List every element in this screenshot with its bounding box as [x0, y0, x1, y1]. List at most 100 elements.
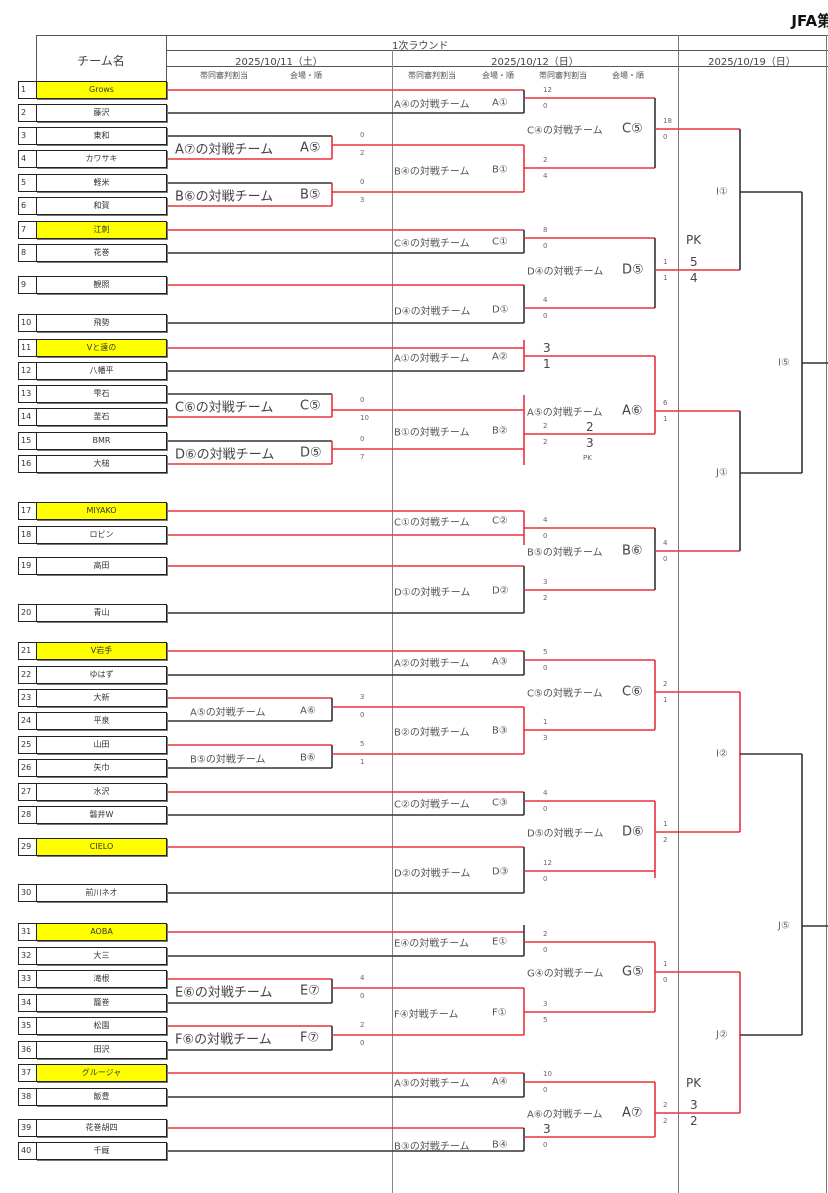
team-number: 2 — [18, 104, 38, 122]
match-label: C①の対戦チーム — [394, 517, 470, 529]
team-number: 8 — [18, 244, 38, 262]
score-top: 4 — [543, 789, 548, 797]
team-name: 青山 — [36, 604, 167, 622]
pk-label: PK — [686, 233, 702, 247]
score-bottom: 3 — [360, 196, 365, 204]
team-name: 大新 — [36, 689, 167, 707]
score-bottom: 7 — [360, 453, 365, 461]
match-code: J① — [716, 467, 728, 479]
team-name: BMR — [36, 432, 167, 450]
team-name: 松園 — [36, 1017, 167, 1035]
team-name: 飯豊 — [36, 1088, 167, 1106]
team-number: 5 — [18, 174, 38, 192]
match-label: C④の対戦チーム — [527, 125, 603, 137]
score-bottom: 0 — [543, 664, 548, 672]
column-divider — [826, 35, 827, 1193]
match-code: I⑤ — [778, 357, 790, 369]
score-top: 2 — [543, 930, 548, 938]
header-border — [166, 50, 828, 51]
score-bottom: 0 — [543, 1141, 548, 1149]
match-label: A①の対戦チーム — [394, 353, 470, 365]
column-divider — [678, 35, 679, 1193]
score-top: 0 — [360, 396, 365, 404]
pk-label: PK — [686, 1076, 702, 1090]
score-top: 1 — [663, 258, 668, 266]
score-top: 0 — [360, 435, 365, 443]
match-label: D②の対戦チーム — [394, 868, 471, 880]
score-bottom: 2 — [360, 149, 365, 157]
pk-label: PK — [583, 454, 592, 462]
score-bottom: 1 — [360, 758, 365, 766]
score-top: 1 — [663, 960, 668, 968]
score-top: 3 — [543, 1000, 548, 1008]
team-number: 16 — [18, 455, 38, 473]
score-top: 12 — [543, 86, 552, 94]
score-bottom: 0 — [543, 946, 548, 954]
team-name: カワサキ — [36, 150, 167, 168]
match-label: G④の対戦チーム — [527, 968, 604, 980]
team-name: 藤沢 — [36, 104, 167, 122]
team-number: 31 — [18, 923, 38, 941]
score-bottom: 10 — [360, 414, 369, 422]
team-name: 高田 — [36, 557, 167, 575]
score-top: 3 — [543, 341, 551, 355]
match-code: A⑦ — [622, 1105, 643, 1121]
match-label: A⑤の対戦チーム — [190, 707, 266, 719]
score-bottom: 0 — [360, 1039, 365, 1047]
date-header-1: 2025/10/11（土） — [235, 57, 323, 68]
match-label: A⑤の対戦チーム — [527, 407, 603, 419]
match-label: D④の対戦チーム — [394, 306, 471, 318]
team-name: Vと遠の — [36, 339, 167, 357]
team-number: 30 — [18, 884, 38, 902]
header-border — [166, 35, 167, 82]
match-label: F⑥の対戦チーム — [175, 1032, 272, 1048]
match-label: C⑤の対戦チーム — [527, 688, 603, 700]
pk-score-bottom: 2 — [690, 1114, 698, 1128]
team-number: 26 — [18, 759, 38, 777]
team-number: 1 — [18, 81, 38, 99]
referee-subheader: 帯同審判割当 — [539, 71, 587, 80]
pk-score-bottom: 3 — [586, 436, 594, 450]
score-top: 5 — [543, 648, 548, 656]
score-bottom: 5 — [543, 1016, 548, 1024]
team-name: 山田 — [36, 736, 167, 754]
match-code: A① — [492, 97, 508, 109]
match-code: A② — [492, 351, 508, 363]
score-top: 4 — [543, 296, 548, 304]
team-number: 12 — [18, 362, 38, 380]
tournament-title: JFA第49回 — [791, 12, 828, 30]
score-bottom: 0 — [543, 875, 548, 883]
header-border — [36, 35, 828, 36]
match-code: C② — [492, 515, 508, 527]
team-name: 平泉 — [36, 712, 167, 730]
match-code: I① — [716, 186, 728, 198]
score-top: 0 — [360, 178, 365, 186]
team-number: 28 — [18, 806, 38, 824]
match-code: C③ — [492, 797, 508, 809]
match-code: B④ — [492, 1139, 508, 1151]
match-label: B①の対戦チーム — [394, 427, 470, 439]
match-code: E① — [492, 936, 508, 948]
score-top: 18 — [663, 117, 672, 125]
match-code: I② — [716, 748, 728, 760]
team-name: グルージャ — [36, 1064, 167, 1082]
team-name: 千厩 — [36, 1142, 167, 1160]
team-number: 23 — [18, 689, 38, 707]
score-bottom: 0 — [360, 711, 365, 719]
match-code: F⑦ — [300, 1030, 320, 1046]
match-label: D④の対戦チーム — [527, 266, 604, 278]
score-bottom: 0 — [543, 102, 548, 110]
column-divider — [392, 50, 393, 1193]
team-name-header: チーム名 — [77, 54, 125, 68]
score-bottom: 1 — [543, 357, 551, 371]
team-name: 滝根 — [36, 970, 167, 988]
team-name: V岩手 — [36, 642, 167, 660]
score-bottom: 1 — [663, 274, 668, 282]
match-label: A⑥の対戦チーム — [527, 1109, 603, 1121]
match-code: F① — [492, 1007, 507, 1019]
referee-subheader: 帯同審判割当 — [200, 71, 248, 80]
score-bottom: 4 — [543, 172, 548, 180]
header-border — [36, 35, 37, 82]
team-number: 27 — [18, 783, 38, 801]
